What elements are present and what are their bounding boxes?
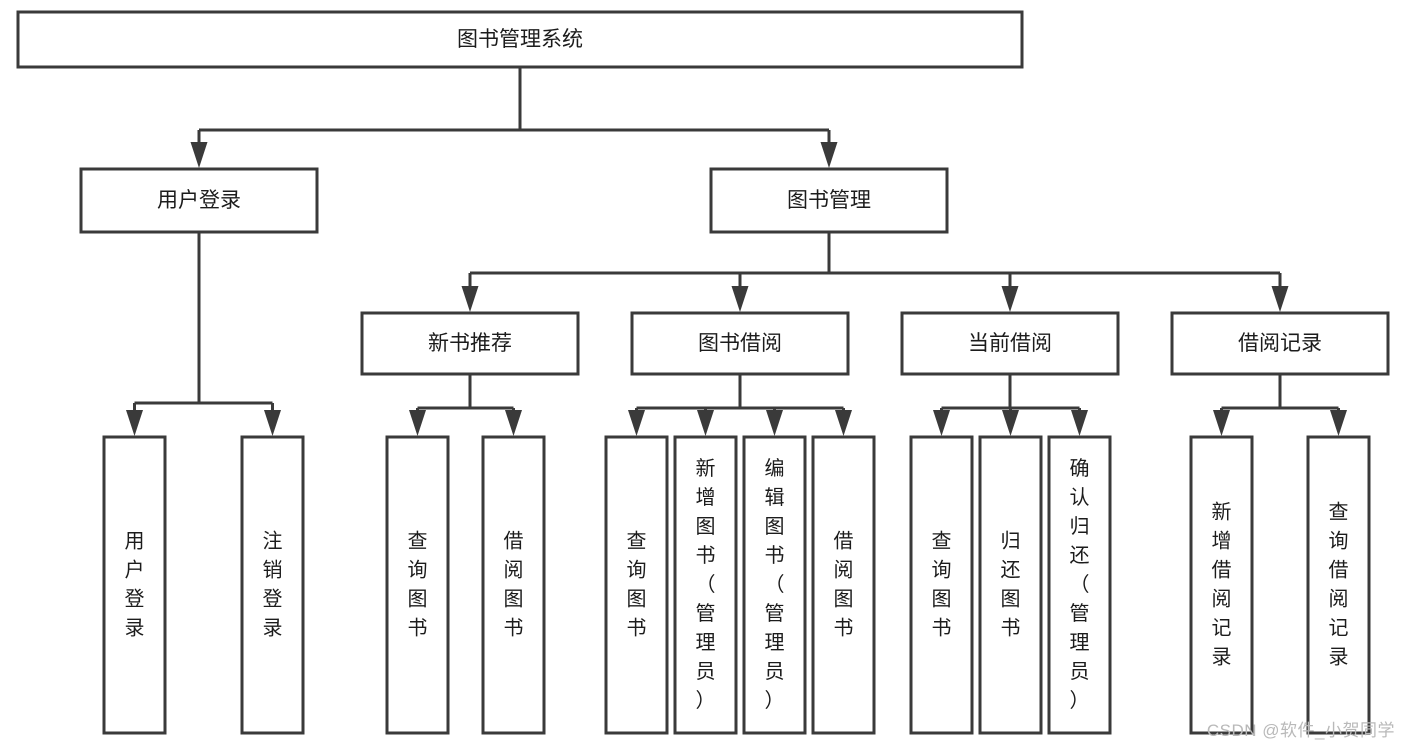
- node-box-leaf-cur-confirm[interactable]: [1047, 435, 1112, 735]
- node-label-leaf-rec-query2: 查询借阅记录: [1329, 501, 1349, 669]
- node-box-new-book-rec[interactable]: [360, 311, 580, 376]
- node-label-leaf-borrow-lend: 借阅图书: [834, 530, 854, 640]
- node-label-leaf-user-login: 用户登录: [125, 531, 145, 640]
- node-box-book-manage[interactable]: [709, 167, 949, 234]
- node-leaf-user-logout[interactable]: 注销登录: [240, 435, 305, 735]
- node-leaf-rec-query2[interactable]: 查询借阅记录: [1306, 435, 1371, 735]
- edge-group-borrow-record: [1213, 374, 1347, 436]
- node-box-leaf-user-logout[interactable]: [240, 435, 305, 735]
- edge-group-current-borrow: [933, 374, 1088, 436]
- node-leaf-cur-confirm[interactable]: 确认归还（管理员）: [1047, 435, 1112, 735]
- node-label-leaf-cur-query: 查询图书: [932, 530, 952, 640]
- node-borrow-record[interactable]: 借阅记录: [1170, 311, 1390, 376]
- node-root[interactable]: 图书管理系统: [16, 10, 1024, 69]
- node-label-leaf-borrow-edit: 编辑图书（管理员）: [765, 457, 785, 712]
- node-label-user-login: 用户登录: [157, 189, 241, 212]
- edges-layer: [126, 67, 1347, 436]
- node-label-book-borrow: 图书借阅: [698, 332, 782, 355]
- node-box-current-borrow[interactable]: [900, 311, 1120, 376]
- node-box-user-login[interactable]: [79, 167, 319, 234]
- node-label-leaf-user-logout: 注销登录: [263, 530, 283, 640]
- node-box-leaf-borrow-lend[interactable]: [811, 435, 876, 735]
- node-leaf-borrow-query[interactable]: 查询图书: [604, 435, 669, 735]
- node-book-manage[interactable]: 图书管理: [709, 167, 949, 234]
- node-label-leaf-borrow-add: 新增图书（管理员）: [696, 457, 716, 712]
- node-box-leaf-borrow-add[interactable]: [673, 435, 738, 735]
- node-label-leaf-borrow-query: 查询图书: [627, 530, 647, 640]
- node-leaf-rec-borrow[interactable]: 借阅图书: [481, 435, 546, 735]
- node-leaf-cur-return[interactable]: 归还图书: [978, 435, 1043, 735]
- edge-group-new-book-rec: [409, 374, 522, 436]
- node-box-root[interactable]: [16, 10, 1024, 69]
- node-leaf-borrow-edit[interactable]: 编辑图书（管理员）: [742, 435, 807, 735]
- node-box-leaf-cur-return[interactable]: [978, 435, 1043, 735]
- node-leaf-borrow-lend[interactable]: 借阅图书: [811, 435, 876, 735]
- node-box-leaf-rec-add[interactable]: [1189, 435, 1254, 735]
- watermark-label: CSDN @软件_小贺同学: [1206, 721, 1395, 740]
- node-label-book-manage: 图书管理: [787, 189, 871, 212]
- node-leaf-cur-query[interactable]: 查询图书: [909, 435, 974, 735]
- nodes-layer: 图书管理系统用户登录图书管理新书推荐图书借阅当前借阅借阅记录用户登录注销登录查询…: [16, 10, 1390, 735]
- node-leaf-user-login[interactable]: 用户登录: [102, 435, 167, 735]
- node-box-leaf-rec-query[interactable]: [385, 435, 450, 735]
- node-label-leaf-cur-confirm: 确认归还（管理员）: [1070, 457, 1090, 712]
- node-box-leaf-borrow-edit[interactable]: [742, 435, 807, 735]
- edge-group-book-borrow: [628, 374, 852, 436]
- edge-group-root: [190, 67, 838, 168]
- node-box-leaf-borrow-query[interactable]: [604, 435, 669, 735]
- node-box-book-borrow[interactable]: [630, 311, 850, 376]
- node-leaf-borrow-add[interactable]: 新增图书（管理员）: [673, 435, 738, 735]
- node-label-current-borrow: 当前借阅: [968, 332, 1052, 355]
- node-new-book-rec[interactable]: 新书推荐: [360, 311, 580, 376]
- node-box-leaf-rec-query2[interactable]: [1306, 435, 1371, 735]
- node-leaf-rec-query[interactable]: 查询图书: [385, 435, 450, 735]
- node-user-login[interactable]: 用户登录: [79, 167, 319, 234]
- edge-group-book-manage: [461, 232, 1289, 312]
- node-current-borrow[interactable]: 当前借阅: [900, 311, 1120, 376]
- node-box-borrow-record[interactable]: [1170, 311, 1390, 376]
- node-box-leaf-rec-borrow[interactable]: [481, 435, 546, 735]
- node-label-root: 图书管理系统: [457, 28, 583, 51]
- node-label-leaf-rec-add: 新增借阅记录: [1212, 501, 1232, 669]
- node-label-leaf-rec-borrow: 借阅图书: [504, 530, 524, 640]
- node-box-leaf-cur-query[interactable]: [909, 435, 974, 735]
- edge-group-user-login: [126, 232, 281, 436]
- node-book-borrow[interactable]: 图书借阅: [630, 311, 850, 376]
- node-label-leaf-cur-return: 归还图书: [1001, 530, 1021, 640]
- node-label-leaf-rec-query: 查询图书: [408, 530, 428, 640]
- node-label-new-book-rec: 新书推荐: [428, 332, 512, 355]
- node-leaf-rec-add[interactable]: 新增借阅记录: [1189, 435, 1254, 735]
- node-box-leaf-user-login[interactable]: [102, 435, 167, 735]
- node-label-borrow-record: 借阅记录: [1238, 332, 1322, 355]
